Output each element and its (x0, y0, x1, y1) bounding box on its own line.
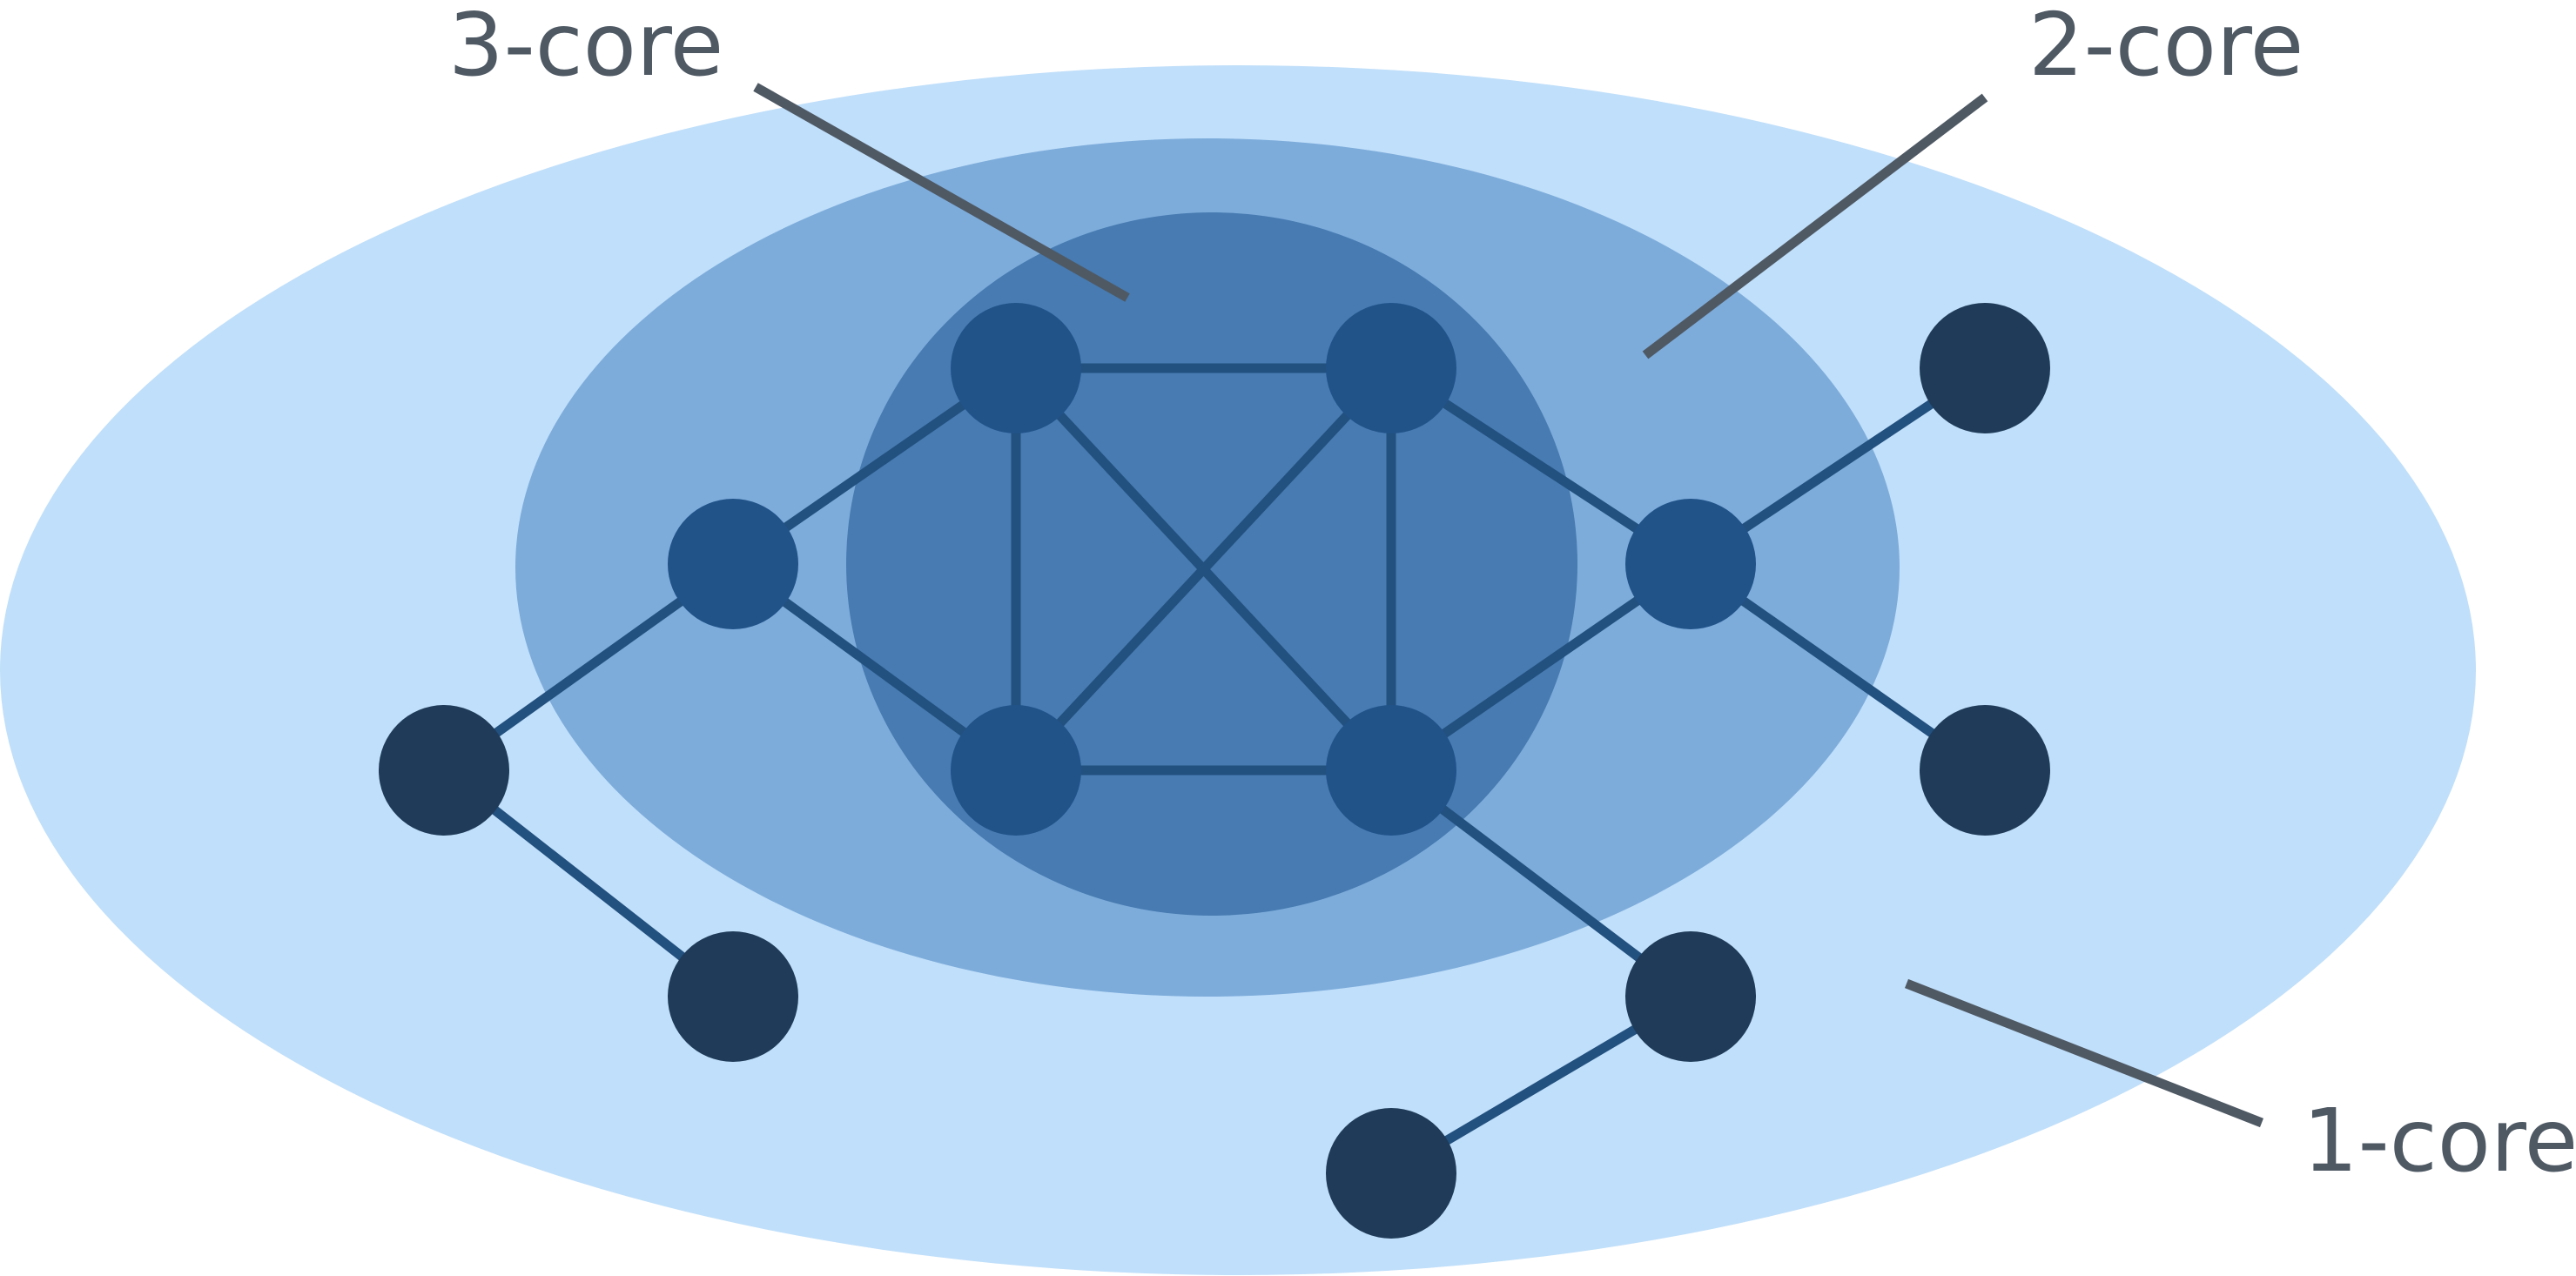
core3-leader-line (753, 83, 1130, 302)
node-1core (668, 931, 798, 1062)
node-3core (1326, 705, 1456, 836)
core3-label: 3-core (448, 0, 723, 96)
core2-leader-line (1642, 93, 1988, 359)
node-3core (1326, 303, 1456, 433)
core1-leader-line (1904, 978, 2264, 1128)
edge (1011, 363, 1396, 776)
node-1core (1326, 1108, 1456, 1239)
core2-label: 2-core (2028, 0, 2304, 96)
node-1core (1920, 705, 2050, 836)
node-3core (951, 303, 1081, 433)
node-2core (668, 499, 798, 629)
graph-nodes (379, 303, 2050, 1239)
node-1core (1625, 931, 1756, 1062)
node-3core (951, 705, 1081, 836)
node-1core (379, 705, 509, 836)
core1-label: 1-core (2303, 1090, 2576, 1192)
node-2core (1625, 499, 1756, 629)
node-1core (1920, 303, 2050, 433)
